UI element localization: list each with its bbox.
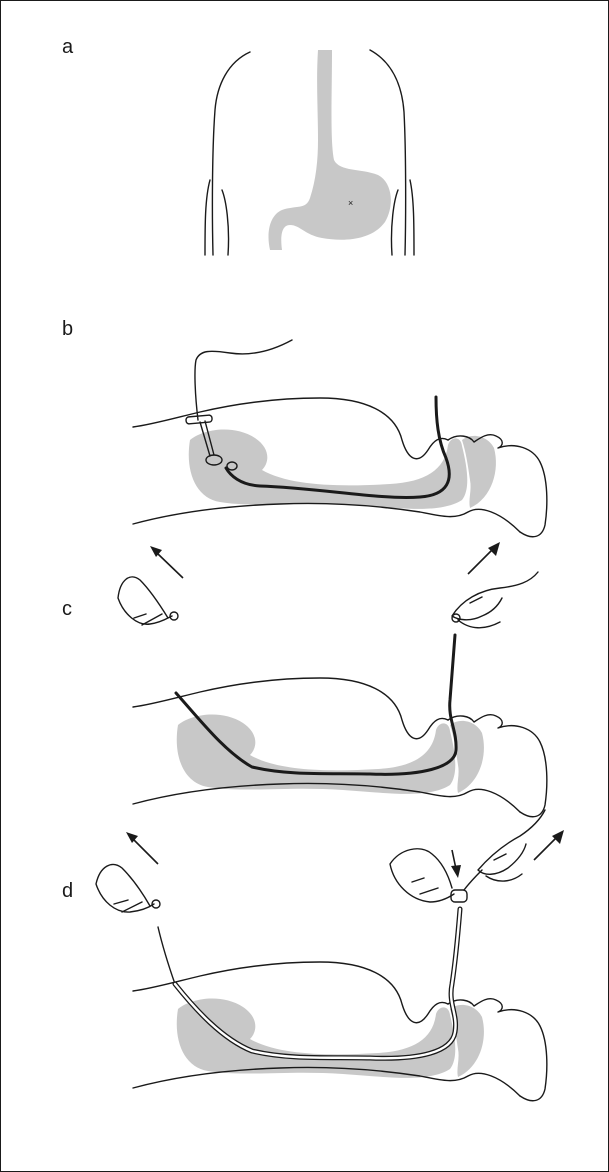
- organs-d: [177, 999, 484, 1078]
- arrow-pull-right-d: [534, 838, 556, 860]
- organs-c: [177, 715, 484, 794]
- arrow-head-right-c: [488, 542, 500, 556]
- left-arm-line: [222, 190, 229, 255]
- thread-b: [195, 340, 292, 420]
- arrow-pull-left-d: [134, 840, 158, 864]
- bumper-d: [451, 890, 467, 902]
- guidewire-d-left: [158, 927, 175, 984]
- panel-d-diagram: [96, 810, 564, 1101]
- left-hand-d: [96, 865, 154, 913]
- right-side-line: [410, 180, 414, 255]
- arrow-pull-left-c: [158, 554, 183, 578]
- right-hand-d-lower: [390, 849, 454, 902]
- left-hand-c: [118, 577, 172, 625]
- left-side-line: [205, 180, 210, 255]
- right-hand-d-upper: [478, 810, 545, 881]
- right-hand-c: [452, 572, 538, 628]
- panel-a-diagram: ×: [205, 50, 414, 255]
- stomach-shape: [269, 50, 391, 250]
- needle-hub: [186, 415, 213, 424]
- panel-b-diagram: [133, 340, 547, 537]
- torso-left-shoulder: [212, 52, 250, 255]
- arrow-head-down-d: [451, 865, 461, 878]
- arrow-head-right-d: [552, 830, 564, 844]
- guidewire-d-right: [464, 870, 482, 890]
- panel-c-diagram: [118, 542, 547, 817]
- right-arm-line: [391, 190, 398, 255]
- insertion-point-mark: ×: [348, 198, 353, 208]
- arrow-pull-right-c: [468, 550, 492, 574]
